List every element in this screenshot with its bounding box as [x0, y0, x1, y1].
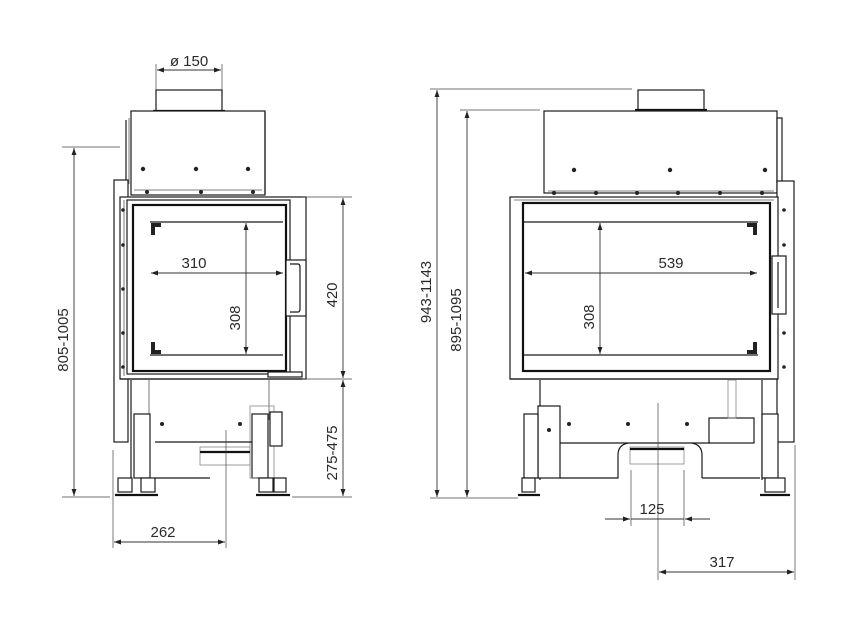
dim-side-glass-height: 308: [227, 305, 244, 330]
dim-side-glass-width: 310: [181, 255, 206, 272]
front-view: [509, 89, 795, 580]
front-view-dimensions: 943-1143 895-1095 539 308 125 317: [418, 88, 796, 580]
dim-base-height: 275-475: [324, 425, 341, 480]
side-view: [113, 89, 307, 548]
dim-air-intake-width: 125: [639, 501, 664, 518]
front-door-frame: [509, 196, 779, 380]
front-flue-collar: [637, 89, 705, 111]
dim-flue-diameter: ø 150: [170, 53, 208, 70]
dim-front-glass-height: 308: [581, 304, 598, 329]
dim-depth-to-axis: 262: [150, 524, 175, 541]
top-convection-box: [130, 110, 266, 196]
left-leg-bracket: [133, 413, 151, 479]
dim-total-height: 805-1005: [55, 308, 72, 371]
right-leg-bracket: [251, 413, 269, 479]
front-door-handle: [771, 255, 787, 315]
dim-axis-to-side: 317: [709, 554, 734, 571]
front-right-leg-bracket: [761, 413, 779, 479]
side-view-dimensions: ø 150 805-1005 310 308 420 275-475 262: [55, 53, 352, 548]
dim-body-height: 895-1095: [448, 288, 465, 351]
door-handle: [285, 259, 307, 317]
dim-front-glass-width: 539: [658, 255, 683, 272]
dim-door-height: 420: [324, 282, 341, 307]
side-door-frame: [119, 196, 307, 380]
flue-collar: [155, 89, 223, 112]
front-top-box: [543, 110, 778, 194]
dim-outer-height: 943-1143: [418, 261, 435, 323]
